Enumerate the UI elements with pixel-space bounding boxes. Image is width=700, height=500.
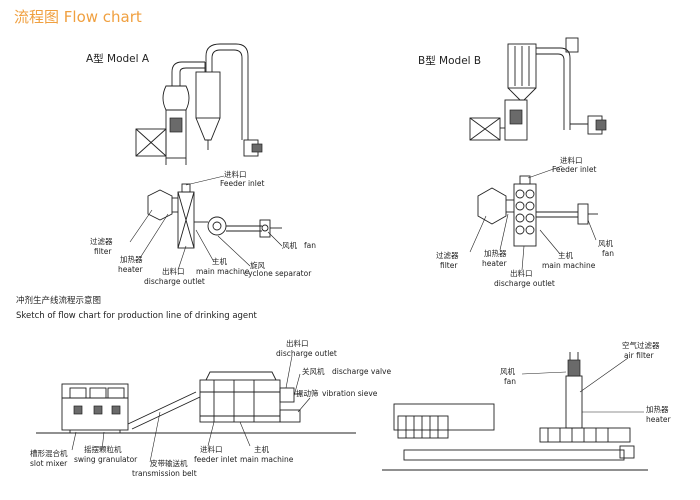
- model-a-main-machine-cn: 主机: [212, 256, 227, 266]
- model-b-feeder-inlet-cn: 进料口: [560, 155, 583, 165]
- model-b-heater-cn: 加热器: [484, 248, 507, 258]
- discharge-valve-cn: 关风机: [302, 366, 325, 376]
- line-right-heater-en: heater: [646, 415, 672, 424]
- line-right-air-filter-en: air filter: [624, 351, 655, 360]
- model-b-heading: B型 Model B: [418, 54, 481, 67]
- vibration-sieve-en: vibration sieve: [322, 389, 378, 398]
- model-b-filter-cn: 过滤器: [436, 250, 459, 260]
- swing-granulator-cn: 摇摆颗粒机: [84, 444, 122, 454]
- line-feeder-inlet-cn: 进料口: [200, 444, 223, 454]
- model-a-diagram: A型 Model A: [86, 43, 316, 286]
- model-a-fan-cn: 风机: [282, 240, 297, 250]
- line-right-diagram: 风机 fan 空气过滤器 air filter 加热器 heater: [382, 340, 672, 471]
- line-main-machine-en: main machine: [240, 455, 294, 464]
- model-b-main-machine-cn: 主机: [558, 250, 573, 260]
- model-a-feeder-inlet-cn: 进料口: [224, 169, 247, 179]
- model-a-heading: A型 Model A: [86, 52, 150, 65]
- page-title: 流程图 Flow chart: [14, 8, 142, 26]
- model-b-plan: [477, 175, 598, 247]
- line-main-machine-cn: 主机: [254, 444, 269, 454]
- line-right-air-filter-cn: 空气过滤器: [622, 340, 660, 350]
- model-a-leaders: [129, 175, 283, 271]
- model-b-feeder-inlet-en: Feeder inlet: [552, 165, 597, 174]
- discharge-valve-en: discharge valve: [332, 367, 391, 376]
- model-b-leaders: [469, 165, 597, 271]
- model-b-filter-en: filter: [440, 261, 458, 270]
- model-b-main-machine-en: main machine: [542, 261, 596, 270]
- model-a-main-machine-en: main machine: [196, 267, 250, 276]
- model-a-filter-cn: 过滤器: [90, 236, 113, 246]
- production-line-heading-cn: 冲剂生产线流程示意图: [16, 295, 101, 306]
- model-b-fan-en: fan: [602, 249, 614, 258]
- line-right-fan-en: fan: [504, 377, 516, 386]
- line-discharge-outlet-en: discharge outlet: [276, 349, 337, 358]
- line-right-leaders: [521, 357, 644, 413]
- model-b-elevation: [469, 37, 607, 141]
- line-right-fan-cn: 风机: [500, 366, 515, 376]
- vibration-sieve-cn: 振动筛: [296, 388, 319, 398]
- production-line-diagram: 槽形混合机 slot mixer 摇摆颗粒机 swing granulator …: [30, 338, 391, 478]
- slot-mixer-cn: 槽形混合机: [30, 448, 68, 458]
- model-a-feeder-inlet-en: Feeder inlet: [220, 179, 265, 188]
- model-a-filter-en: filter: [94, 247, 112, 256]
- model-a-discharge-outlet-en: discharge outlet: [144, 277, 205, 286]
- line-discharge-outlet-cn: 出料口: [286, 338, 309, 348]
- swing-granulator-en: swing granulator: [74, 455, 138, 464]
- model-b-discharge-outlet-en: discharge outlet: [494, 279, 555, 288]
- line-right-heater-cn: 加热器: [646, 404, 669, 414]
- transmission-belt-en: transmission belt: [132, 469, 197, 478]
- model-a-fan-en: fan: [304, 241, 316, 250]
- model-a-elevation: [135, 43, 263, 165]
- production-line-leaders: [71, 355, 311, 463]
- model-a-heater-cn: 加热器: [120, 254, 143, 264]
- model-a-cyclone-cn: 旋风: [250, 260, 265, 270]
- model-b-fan-cn: 风机: [598, 238, 613, 248]
- slot-mixer-en: slot mixer: [30, 459, 68, 468]
- model-a-cyclone-en: cyclone separator: [244, 269, 312, 278]
- model-b-discharge-outlet-cn: 出料口: [510, 268, 533, 278]
- production-line-heading-en: Sketch of flow chart for production line…: [16, 311, 258, 321]
- model-a-discharge-outlet-cn: 出料口: [162, 266, 185, 276]
- model-b-heater-en: heater: [482, 259, 508, 268]
- line-feeder-inlet-en: feeder inlet: [194, 455, 237, 464]
- model-b-diagram: B型 Model B: [418, 37, 614, 288]
- model-a-plan: [147, 183, 282, 249]
- model-a-heater-en: heater: [118, 265, 144, 274]
- transmission-belt-cn: 皮带输送机: [150, 458, 188, 468]
